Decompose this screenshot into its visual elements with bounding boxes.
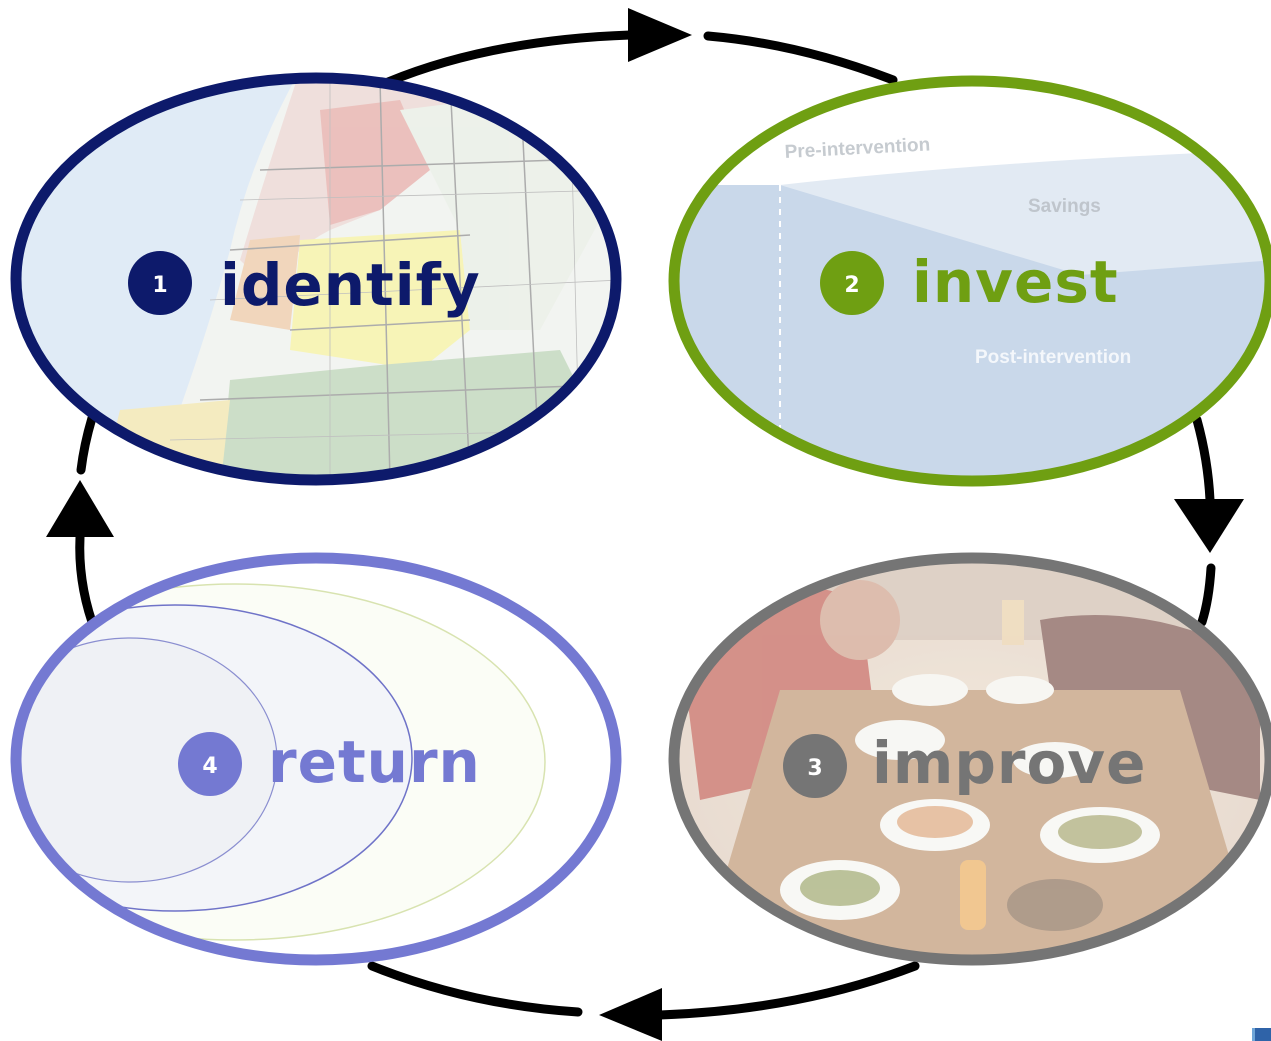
cycle-arrows [46, 8, 1244, 1041]
return-number: 4 [202, 754, 217, 779]
return-label: 4 return [178, 728, 481, 796]
arrow-identify-to-invest-line [383, 30, 635, 87]
identify-number: 1 [152, 273, 167, 298]
improve-title: improve [872, 729, 1146, 797]
improve-label: 3 improve [783, 729, 1146, 798]
arrow-improve-to-return-head [599, 988, 662, 1041]
identify-ring [10, 72, 622, 486]
stage-improve: 3 improve [668, 552, 1271, 966]
return-number-badge [178, 732, 242, 796]
identify-map-image [16, 78, 616, 480]
invest-title: invest [912, 248, 1119, 316]
invest-ring [668, 75, 1271, 487]
improve-number-badge [783, 734, 847, 798]
chart-savings-label: Savings [1028, 196, 1101, 217]
identify-number-badge [128, 251, 192, 315]
arrow-return-to-identify-head [46, 480, 114, 537]
arrow-improve-to-return-line [655, 961, 920, 1020]
invest-number-badge [820, 251, 884, 315]
improve-ring [668, 552, 1271, 966]
arrow-right-lower-segment [1197, 563, 1216, 627]
corner-logo-icon [1252, 1028, 1271, 1041]
arrow-top-right-segment [703, 31, 898, 85]
arrow-invest-to-improve-line [1192, 415, 1215, 505]
invest-number: 2 [844, 273, 859, 298]
invest-label: 2 invest [820, 248, 1119, 316]
return-ring [10, 552, 622, 966]
arrow-left-upper-segment [76, 413, 97, 475]
return-nested-ellipses-image [16, 558, 616, 960]
return-title: return [268, 728, 481, 796]
arrow-identify-to-invest-head [628, 8, 692, 62]
chart-post-intervention-label: Post-intervention [975, 347, 1131, 368]
stage-return: 4 return [10, 552, 622, 966]
stage-invest: Pre-intervention Savings Post-interventi… [668, 75, 1271, 487]
arrow-return-to-identify-line [75, 532, 97, 627]
invest-chart-image: Pre-intervention Savings Post-interventi… [674, 81, 1270, 481]
identify-title: identify [220, 251, 481, 319]
stage-identify: 1 identify [10, 72, 622, 486]
identify-label: 1 identify [128, 251, 481, 319]
arrow-bottom-left-segment [367, 961, 583, 1017]
arrow-invest-to-improve-head [1174, 499, 1244, 553]
improve-number: 3 [807, 756, 822, 781]
